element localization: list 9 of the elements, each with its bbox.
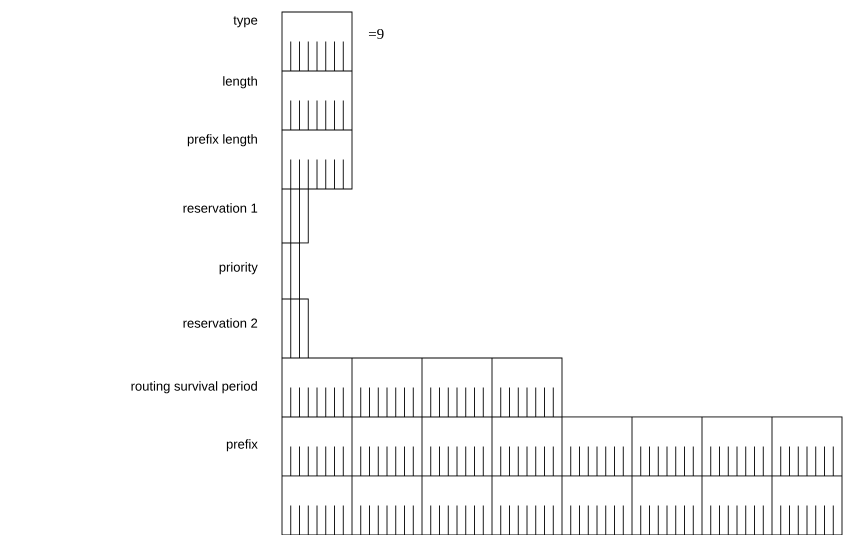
field-label: reservation 2	[184, 318, 258, 328]
field-label: type	[233, 16, 258, 28]
field-label: reservation 1	[184, 203, 258, 213]
value-label: =9	[368, 28, 384, 40]
field-label: length	[223, 76, 257, 88]
field-label: priority	[220, 262, 258, 274]
field-label: prefix	[226, 439, 258, 452]
field-label: routing survival period	[132, 381, 257, 394]
field-label: prefix length	[188, 134, 257, 146]
